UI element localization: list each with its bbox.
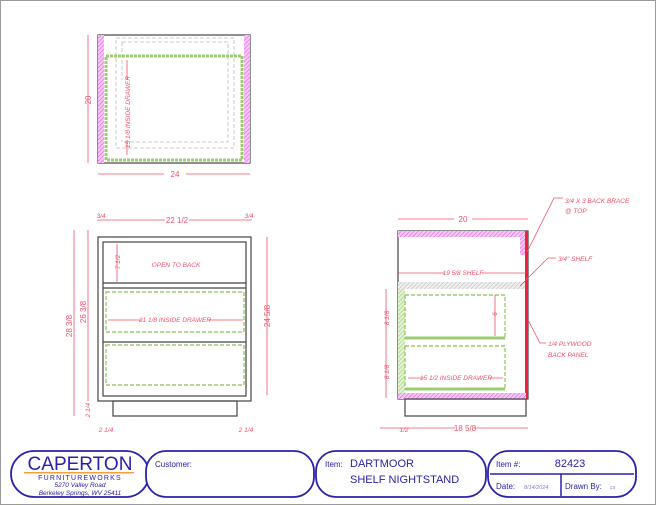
back-panel	[525, 231, 528, 399]
front-base-height-dim: 2 1/4	[85, 402, 92, 418]
item-cell	[315, 450, 487, 498]
front-case-height-dim: 26 3/8	[79, 300, 88, 323]
drawing-line	[519, 257, 556, 287]
drawing-line	[424, 372, 488, 382]
side-view: 20 19 5/8 SHELF 8 1/8 8 1/8 6 15 1/2 INS…	[380, 197, 630, 434]
drawing-line	[444, 267, 482, 277]
side-drawer-label: 15 1/2 INSIDE DRAWER	[420, 375, 492, 382]
drawing-line	[102, 241, 247, 397]
side-drawer-inner-dim: 6	[492, 312, 499, 316]
drawing-line	[164, 168, 186, 178]
right-side-hatch	[244, 35, 250, 163]
drawing-line	[526, 197, 563, 253]
drawing-line	[404, 345, 506, 390]
front-width-dim: 22 1/2	[166, 216, 189, 225]
date-value: 8/14/2024	[524, 485, 548, 491]
address-line-2: Berkeley Springs, WV 25411	[39, 490, 122, 497]
side-depth-dim: 20	[459, 215, 468, 224]
top-width-dim: 24	[171, 170, 180, 179]
front-right-height-dim: 24 5/8	[263, 304, 272, 327]
drawing-line	[112, 400, 238, 417]
drawing-line	[404, 294, 506, 339]
date-label: Date:	[496, 482, 515, 491]
shelf	[398, 282, 526, 289]
item-name-line-1: DARTMOOR	[350, 458, 414, 470]
item-name-line-2: SHELF NIGHTSTAND	[350, 474, 459, 486]
front-opening-dim: 7 1/2	[115, 254, 122, 269]
drawing-line	[165, 213, 189, 224]
side-shelf-dim: 19 5/8 SHELF	[443, 270, 485, 277]
left-side-hatch	[98, 35, 104, 163]
item-number-value: 82423	[555, 458, 586, 470]
drawing-line	[142, 314, 208, 324]
shelf-note: 3/4" SHELF	[558, 256, 593, 263]
top-depth-dim: 20	[84, 95, 93, 104]
customer-label: Customer:	[155, 460, 192, 469]
side-bottom-depth-dim: 18 5/8	[454, 424, 477, 433]
back-brace	[520, 237, 526, 255]
item-label: Item:	[325, 460, 343, 469]
drawing-line	[121, 80, 131, 140]
company-name: CAPERTON	[28, 454, 133, 475]
front-overall-height-dim: 28 3/8	[65, 314, 74, 337]
back-panel-note-2: BACK PANEL	[548, 352, 589, 359]
drawing-line	[455, 422, 475, 432]
back-brace-note-1: 3/4 X 3 BACK BRACE	[565, 198, 630, 205]
front-opening-label: OPEN TO BACK	[152, 262, 201, 269]
front-view: 22 1/2 3/4 3/4 28 3/8 26 3/8 2 1/4 24 5/…	[65, 213, 272, 434]
side-drawer-upper-dim: 8 1/8	[384, 310, 391, 325]
front-base-left-dim: 2 1/4	[98, 427, 114, 434]
company-sub: FURNITUREWORKS	[38, 475, 122, 482]
front-base-right-dim: 2 1/4	[238, 427, 254, 434]
drawing-line	[454, 213, 472, 223]
company-underline	[24, 472, 134, 474]
side-front-dim: 1/2	[399, 427, 408, 434]
drawing-line	[398, 393, 526, 399]
drawing-line	[105, 291, 245, 333]
drawing-line	[398, 231, 526, 237]
drawing-line	[404, 398, 527, 417]
front-side-right-dim: 3/4	[244, 213, 253, 220]
drawing-line	[105, 344, 245, 386]
address-line-1: 5270 Valley Road	[54, 482, 105, 489]
front-side-left-dim: 3/4	[96, 213, 105, 220]
drawn-by-value: cs	[610, 485, 616, 491]
top-outline	[97, 34, 251, 164]
front-drawer-label: 21 1/8 INSIDE DRAWER	[138, 317, 211, 324]
drawer-box	[104, 54, 244, 162]
drawn-by-label: Drawn By:	[565, 482, 602, 491]
top-drawer-label: 15 1/8 INSIDE DRAWER	[125, 76, 132, 148]
drawing-line	[527, 319, 546, 344]
back-brace-note-2: @ TOP	[565, 208, 587, 215]
customer-cell	[145, 450, 315, 498]
title-block: CAPERTON FURNITUREWORKS 5270 Valley Road…	[10, 450, 637, 498]
back-panel-note-1: 1/4 PLYWOOD	[548, 341, 592, 348]
item-number-label: Item #:	[496, 460, 520, 469]
drawing-line	[398, 289, 405, 393]
side-drawer-lower-dim: 8 1/8	[384, 364, 391, 379]
top-view: 20 24 15 1/8 INSIDE DRAWER	[84, 34, 251, 179]
